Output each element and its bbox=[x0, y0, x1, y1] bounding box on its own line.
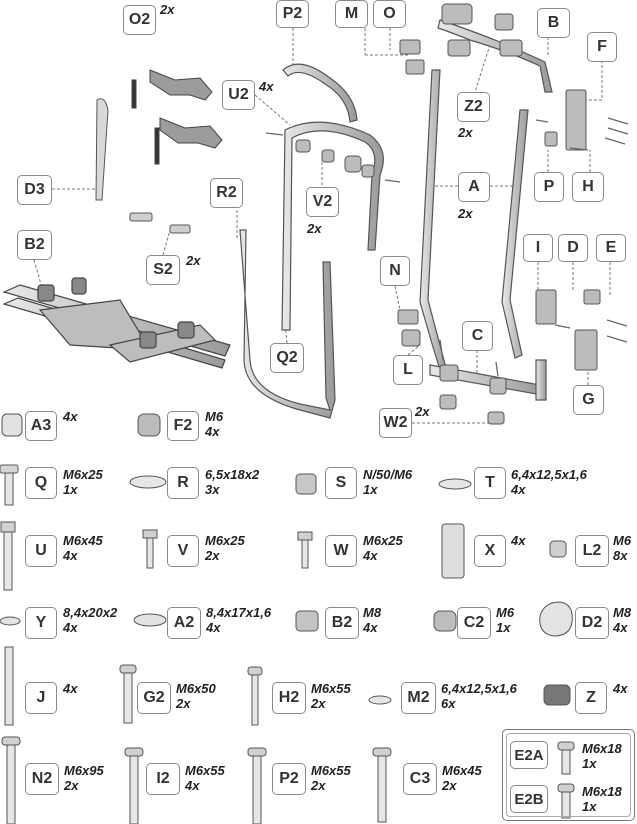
hw-j-spec: 4x bbox=[63, 681, 78, 696]
label-g: G bbox=[573, 385, 604, 415]
hardware-icons bbox=[0, 413, 575, 824]
hw-v-code: V bbox=[167, 535, 199, 567]
hw-q-code: Q bbox=[25, 467, 57, 499]
hw-f2-code: F2 bbox=[167, 411, 199, 441]
label-o2: O2 bbox=[123, 5, 156, 35]
hw-w-code: W bbox=[325, 535, 357, 567]
hw-u-code: U bbox=[25, 535, 57, 567]
hw-b2-code: B2 bbox=[325, 607, 359, 639]
label-c: C bbox=[462, 321, 493, 351]
qty-z2: 2x bbox=[458, 125, 473, 140]
label-d: D bbox=[558, 234, 588, 262]
label-w2: W2 bbox=[379, 408, 412, 438]
label-p: P bbox=[534, 172, 564, 202]
qty-s2: 2x bbox=[186, 253, 201, 268]
hw-j-code: J bbox=[25, 682, 57, 714]
hw-r-code: R bbox=[167, 467, 199, 499]
s2-clips bbox=[129, 212, 191, 234]
hw-e2b-code: E2B bbox=[510, 785, 548, 813]
label-a: A bbox=[458, 172, 490, 202]
bike-platform bbox=[2, 277, 231, 369]
hw-n2-code: N2 bbox=[25, 763, 59, 795]
e2-variant-box bbox=[502, 729, 635, 821]
label-d3: D3 bbox=[17, 175, 52, 205]
qty-a: 2x bbox=[458, 206, 473, 221]
e2-variant-box-inner bbox=[506, 733, 631, 817]
hw-x-code: X bbox=[474, 535, 506, 567]
hw-t-code: T bbox=[474, 467, 506, 499]
clamp-parts bbox=[295, 3, 601, 425]
leader-lines bbox=[33, 28, 611, 424]
label-q2: Q2 bbox=[270, 343, 304, 373]
hw-x-spec: 4x bbox=[511, 533, 526, 548]
hw-s-code: S bbox=[325, 467, 357, 499]
hw-a3-code: A3 bbox=[25, 411, 57, 441]
strap-part bbox=[95, 98, 109, 201]
label-m: M bbox=[335, 0, 368, 28]
label-s2: S2 bbox=[146, 255, 180, 285]
label-i: I bbox=[523, 234, 553, 262]
label-b: B bbox=[537, 8, 570, 38]
label-o: O bbox=[373, 0, 406, 28]
hw-a2-code: A2 bbox=[167, 607, 201, 639]
hw-c2-code: C2 bbox=[457, 607, 491, 639]
rack-upper-frame bbox=[239, 19, 553, 419]
qty-u2: 4x bbox=[259, 79, 274, 94]
hw-l2-code: L2 bbox=[575, 535, 609, 567]
label-e: E bbox=[596, 234, 626, 262]
label-h: H bbox=[572, 172, 604, 202]
hw-z-code: Z bbox=[575, 682, 607, 714]
hw-z-spec: 4x bbox=[613, 681, 628, 696]
hw-g2-code: G2 bbox=[137, 682, 171, 714]
hw-d2-code: D2 bbox=[575, 607, 609, 639]
qty-o2: 2x bbox=[160, 2, 175, 17]
label-l: L bbox=[393, 355, 423, 385]
label-r2: R2 bbox=[210, 178, 243, 208]
wheel-arms bbox=[131, 69, 223, 165]
hw-i2-code: I2 bbox=[146, 763, 180, 795]
qty-w2: 2x bbox=[415, 404, 430, 419]
label-z2: Z2 bbox=[457, 92, 490, 122]
label-f: F bbox=[587, 32, 617, 62]
label-n: N bbox=[380, 256, 410, 286]
hw-a3-spec: 4x bbox=[63, 409, 78, 424]
hw-p2-code: P2 bbox=[272, 763, 306, 795]
label-b2-platform: B2 bbox=[17, 230, 52, 260]
hw-y-code: Y bbox=[25, 607, 57, 639]
small-bolts bbox=[265, 117, 629, 377]
label-u2: U2 bbox=[222, 80, 255, 110]
label-p2: P2 bbox=[276, 0, 309, 28]
hw-c3-code: C3 bbox=[403, 763, 437, 795]
hw-e2a-code: E2A bbox=[510, 741, 548, 769]
hw-h2-code: H2 bbox=[272, 682, 306, 714]
label-v2: V2 bbox=[306, 187, 339, 217]
hw-m2-code: M2 bbox=[401, 682, 436, 714]
qty-v2: 2x bbox=[307, 221, 322, 236]
